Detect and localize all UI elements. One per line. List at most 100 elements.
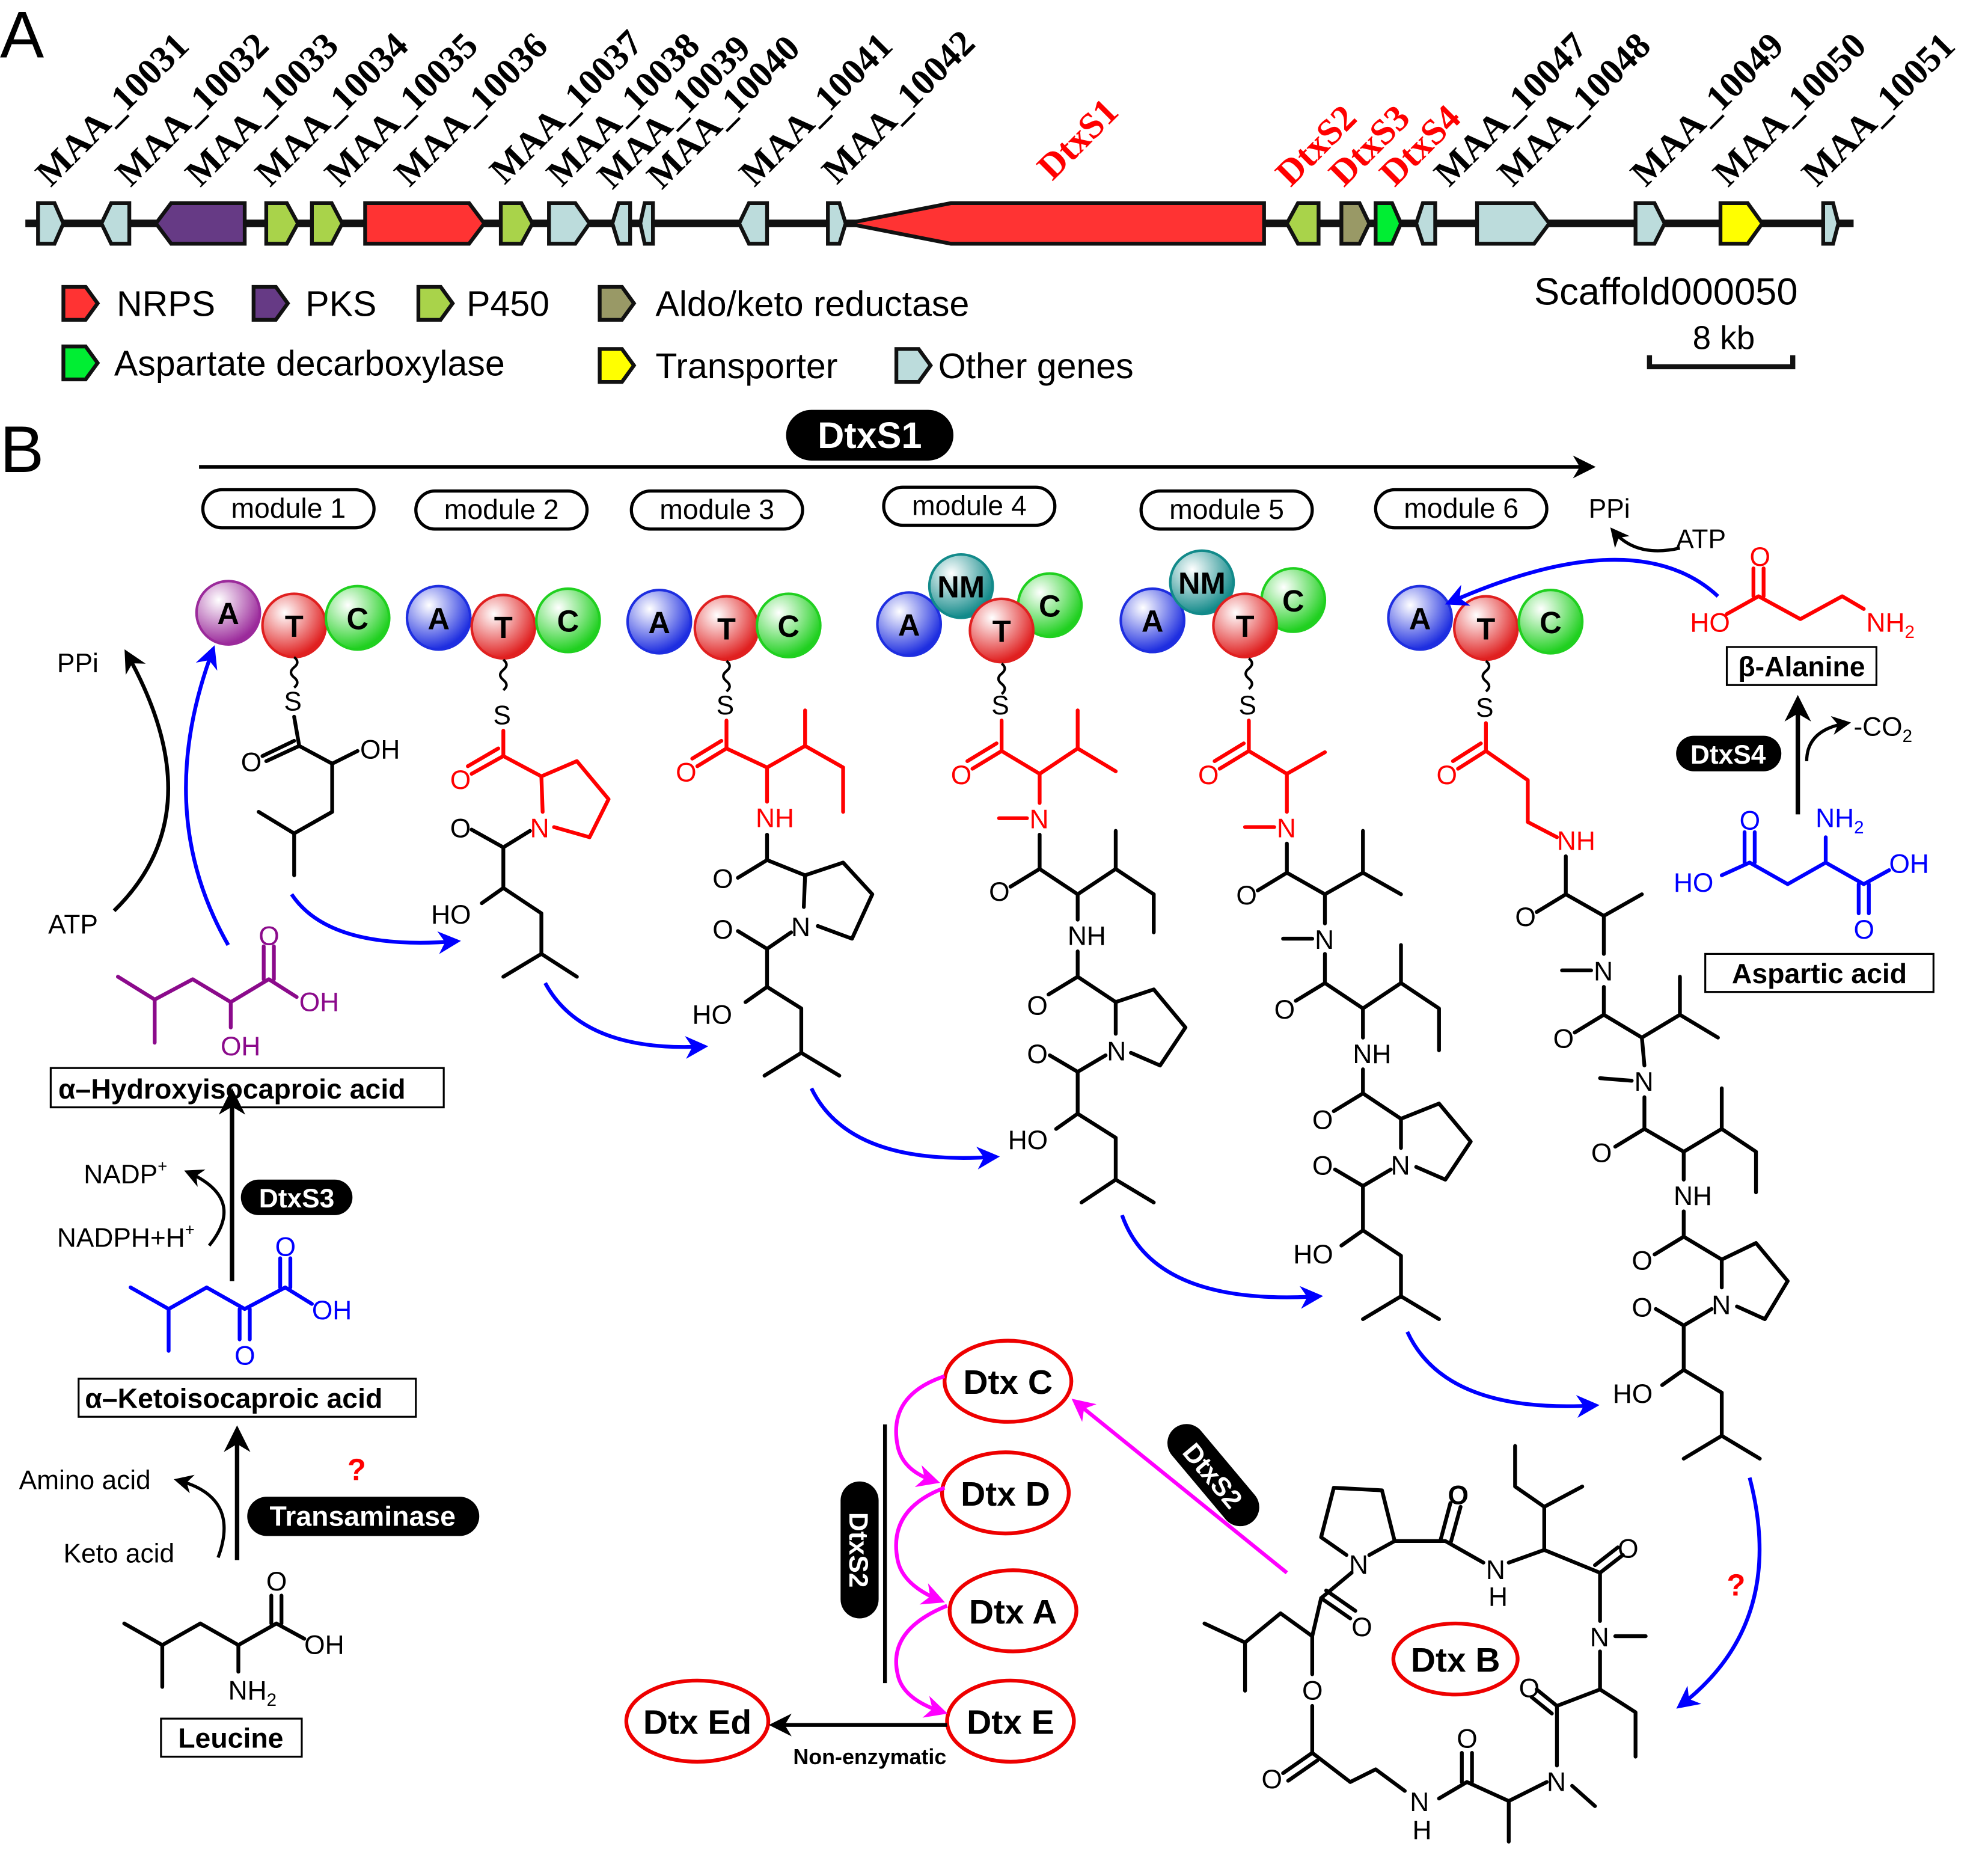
svg-text:S: S	[1239, 691, 1257, 720]
gene-arrow-other	[638, 201, 655, 246]
legend-label: NRPS	[117, 284, 215, 324]
svg-text:N: N	[1349, 1551, 1368, 1580]
svg-text:HO: HO	[431, 900, 471, 930]
dtx-e-label: Dtx E	[967, 1703, 1054, 1741]
nadph-label: NADPH+H+	[57, 1221, 195, 1253]
svg-text:NH2: NH2	[1815, 803, 1864, 838]
domain-nm-ball	[928, 553, 994, 619]
module4-intermediate: S O N O NH O N O HO	[951, 691, 1188, 1204]
ketoisocaproic-label: α–Ketoisocaproic acid	[85, 1382, 382, 1414]
domain-label: T	[285, 609, 304, 643]
svg-text:S: S	[1476, 693, 1494, 723]
panel-a-letter: A	[0, 0, 44, 72]
svg-text:OH: OH	[360, 735, 400, 765]
svg-text:O: O	[1740, 806, 1760, 836]
domain-label: T	[494, 610, 513, 645]
module-label: module 2	[444, 494, 559, 525]
svg-text:N: N	[1315, 925, 1334, 955]
non-enzymatic-label: Non-enzymatic	[793, 1745, 946, 1769]
domain-nm-ball	[1169, 549, 1235, 616]
beta-alanine-structure: O HO NH2	[1690, 542, 1915, 642]
module2-intermediate: S O N O HO	[431, 701, 611, 979]
domain-label: C	[557, 604, 580, 639]
domain-a-ball	[195, 580, 261, 646]
legend-swatch-aldo	[598, 284, 637, 322]
gene-arrow-other	[547, 201, 592, 246]
domain-label: A	[648, 606, 670, 640]
svg-text:O: O	[1553, 1024, 1574, 1053]
svg-text:O: O	[258, 922, 279, 951]
svg-text:S: S	[991, 691, 1009, 720]
svg-text:O: O	[1027, 992, 1047, 1021]
svg-text:O: O	[266, 1567, 287, 1596]
svg-text:O: O	[1302, 1676, 1323, 1706]
adenylation-arrow	[112, 649, 170, 912]
svg-text:NH2: NH2	[1867, 609, 1915, 643]
ketoisocaproic-acid-structure: O O OH	[129, 1232, 352, 1371]
svg-text:S: S	[493, 701, 511, 731]
domain-label: T	[1476, 612, 1495, 646]
svg-text:OH: OH	[1889, 849, 1928, 878]
svg-text:HO: HO	[1690, 609, 1730, 638]
svg-text:N: N	[1635, 1067, 1654, 1097]
transaminase-label: Transaminase	[270, 1501, 456, 1532]
chain-transfer-arrows	[184, 557, 1762, 1709]
svg-text:O: O	[989, 877, 1009, 907]
svg-text:O: O	[1351, 1613, 1372, 1642]
dtxs3-label: DtxS3	[259, 1184, 335, 1213]
dtx-e-ellipse	[945, 1678, 1076, 1764]
module-pill	[1374, 488, 1549, 530]
domain-label: A	[427, 601, 450, 636]
gene-label: DtxS1	[1029, 91, 1126, 188]
svg-text:O: O	[1591, 1138, 1612, 1168]
svg-text:O: O	[1515, 903, 1535, 932]
domain-c-ball	[1517, 588, 1584, 655]
dtx-d-ellipse	[940, 1450, 1071, 1536]
svg-text:O: O	[1519, 1673, 1540, 1703]
svg-text:NH: NH	[756, 803, 794, 833]
gene-arrow-aldo	[1339, 201, 1372, 246]
dtx-c-label: Dtx C	[963, 1363, 1053, 1402]
domain-t-ball	[1212, 592, 1278, 658]
domain-a-ball	[626, 588, 693, 655]
svg-text:O: O	[275, 1232, 296, 1262]
svg-text:N: N	[1030, 805, 1049, 835]
svg-text:O: O	[1632, 1293, 1652, 1323]
svg-text:O: O	[241, 748, 261, 777]
domain-c-ball	[535, 587, 601, 654]
svg-text:N: N	[1277, 814, 1296, 843]
svg-text:S: S	[717, 691, 735, 720]
domain-label: C	[346, 601, 369, 636]
hydroxyisocaproic-box	[49, 1067, 445, 1109]
svg-text:O: O	[450, 814, 471, 843]
module-pill	[629, 489, 804, 531]
keto-acid-curve	[174, 1474, 226, 1559]
dtx-b-structure: O N H O N O N O N H O O O N	[1202, 1444, 1648, 1845]
module-pill	[414, 489, 589, 531]
legend-label: Transporter	[655, 346, 837, 386]
domain-label: T	[1236, 609, 1255, 643]
transaminase-question-mark: ?	[347, 1453, 366, 1487]
gene-labels: MAA_10031MAA_10032MAA_10033MAA_10034MAA_…	[28, 22, 1963, 197]
domain-label: NM	[937, 570, 985, 604]
gene-arrow-other	[1475, 201, 1552, 246]
svg-text:HO: HO	[693, 1000, 732, 1029]
svg-text:O: O	[1236, 881, 1256, 910]
domain-t-ball	[470, 593, 537, 660]
domain-c-ball	[324, 584, 391, 651]
svg-text:O: O	[1749, 542, 1770, 572]
domain-a-ball	[1387, 584, 1453, 651]
gene-arrow-nrps	[363, 201, 487, 246]
aspartic-acid-structure: O O HO OH NH2	[1674, 803, 1929, 945]
svg-text:NH2: NH2	[228, 1676, 277, 1711]
svg-text:N: N	[1410, 1788, 1429, 1817]
dtxs2-vertical-label: DtxS2	[843, 1512, 873, 1588]
svg-text:N: N	[1590, 1623, 1609, 1652]
dtx-a-ellipse	[947, 1568, 1078, 1654]
ppi-right: PPi	[1589, 494, 1630, 524]
domain-label: A	[1142, 604, 1164, 639]
gene-arrow-other	[36, 201, 66, 246]
domain-a-ball	[876, 591, 943, 657]
